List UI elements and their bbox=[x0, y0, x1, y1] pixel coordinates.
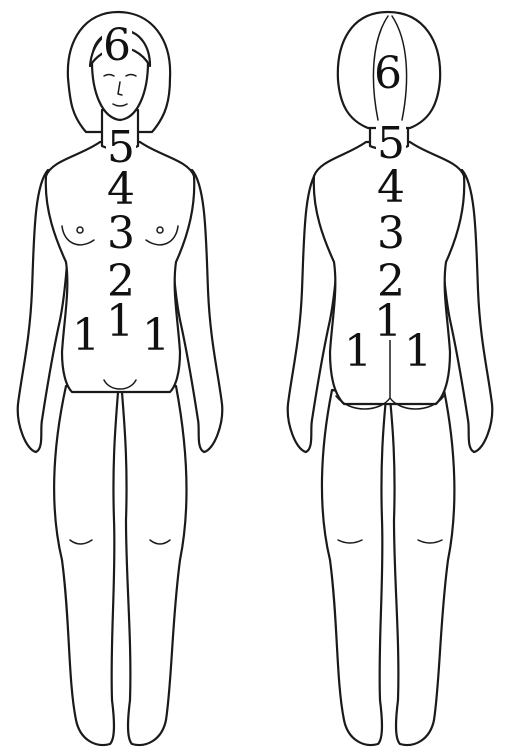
front-zone-1-right: 1 bbox=[142, 310, 170, 361]
back-zone-1-left: 1 bbox=[344, 326, 372, 377]
front-zone-3: 3 bbox=[107, 208, 135, 259]
back-zone-1-center: 1 bbox=[374, 296, 402, 347]
front-zone-1-center: 1 bbox=[106, 296, 134, 347]
back-zone-4: 4 bbox=[377, 162, 405, 213]
back-zone-3: 3 bbox=[377, 208, 405, 259]
front-zone-6: 6 bbox=[103, 20, 131, 71]
front-zone-1-left: 1 bbox=[72, 310, 100, 361]
back-zone-1-right: 1 bbox=[404, 326, 432, 377]
back-zone-6: 6 bbox=[374, 48, 402, 99]
